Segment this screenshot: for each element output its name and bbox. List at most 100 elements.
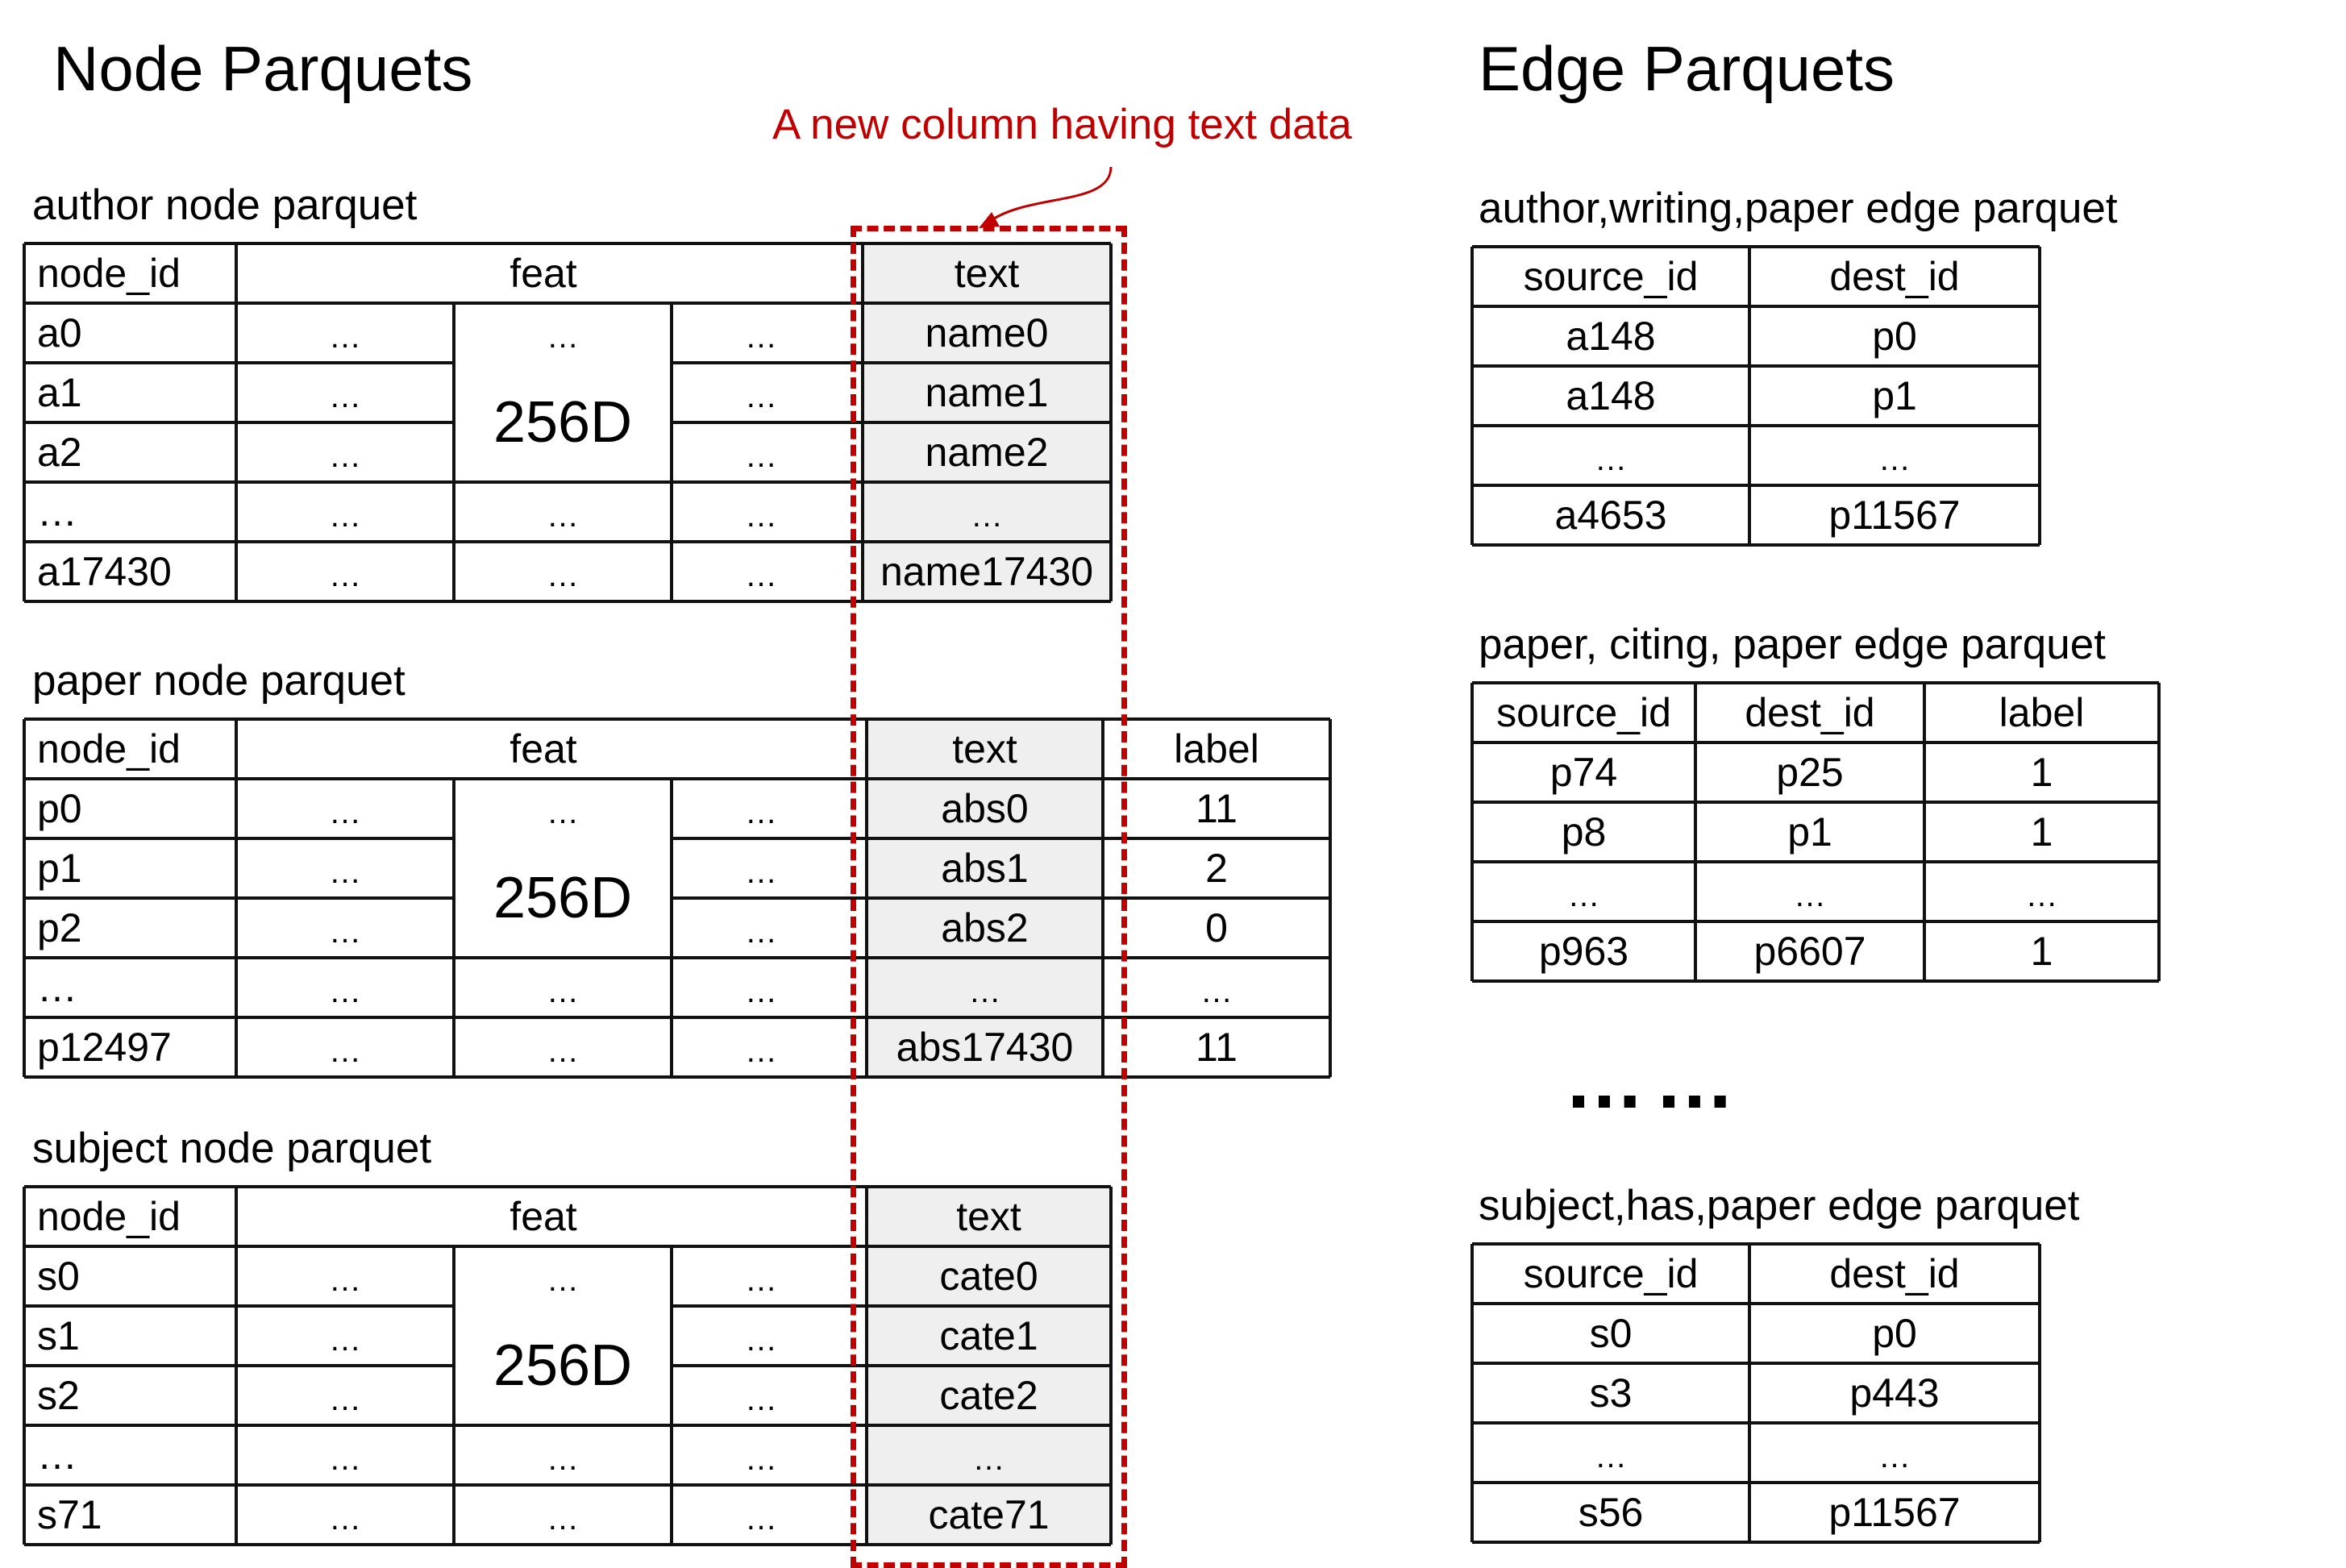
grid-line	[1472, 1362, 2040, 1365]
grid-line	[1472, 364, 2040, 368]
node-table-title: subject node parquet	[32, 1125, 432, 1172]
grid-line	[1472, 543, 2040, 547]
grid-line	[24, 1304, 454, 1308]
edge-cell: p11567	[1828, 1490, 1961, 1535]
grid-line	[1329, 719, 1332, 1077]
grid-line	[670, 303, 673, 601]
grid-line	[1472, 305, 2040, 308]
edge-cell: p25	[1776, 750, 1844, 795]
edge-table-title: author,writing,paper edge parquet	[1479, 185, 2118, 232]
node-id-cell: p1	[37, 846, 82, 891]
feat-cell: …	[547, 1501, 579, 1537]
edge-cell: s0	[1589, 1311, 1633, 1356]
grid-line	[24, 421, 454, 424]
edge-cell: a148	[1566, 373, 1656, 418]
edge-table-title: paper, citing, paper edge parquet	[1479, 621, 2106, 668]
edge-column-header: dest_id	[1829, 254, 1960, 299]
edge-cell: p6607	[1753, 929, 1866, 974]
text-cell: abs1	[941, 846, 1029, 891]
grid-line	[24, 600, 1111, 603]
text-cell: abs0	[941, 786, 1029, 831]
node-id-cell: …	[37, 489, 77, 534]
grid-line	[670, 779, 673, 1077]
annotation-arrow-icon	[979, 166, 1113, 228]
grid-line	[1472, 245, 2040, 248]
grid-line	[452, 303, 455, 601]
feat-cell: …	[547, 558, 579, 593]
grid-line	[23, 243, 26, 601]
feat-cell: …	[547, 319, 579, 355]
label-header: label	[1174, 726, 1259, 772]
feat-cell: …	[329, 795, 361, 830]
feat-cell: …	[745, 319, 777, 355]
grid-line	[672, 421, 1111, 424]
grid-line	[1472, 1481, 2040, 1484]
feat-cell: …	[547, 1034, 579, 1069]
edge-cell: s56	[1578, 1490, 1644, 1535]
edge-cell: 1	[2030, 809, 2053, 855]
grid-line	[672, 837, 1330, 840]
grid-line	[1748, 1244, 1751, 1542]
feat-cell: …	[329, 498, 361, 534]
node-id-header: node_id	[37, 1194, 181, 1239]
feat-cell: …	[329, 1501, 361, 1537]
grid-line	[1472, 681, 2159, 684]
edge-cell: p0	[1872, 1311, 1917, 1356]
text-cell: cate2	[939, 1373, 1038, 1418]
grid-line	[1109, 243, 1113, 601]
text-cell: name2	[925, 430, 1049, 475]
feat-dimension-label: 256D	[456, 365, 669, 480]
feat-cell: …	[329, 974, 361, 1009]
feat-cell: …	[745, 1501, 777, 1537]
feat-cell: …	[329, 558, 361, 593]
text-cell: cate1	[939, 1313, 1038, 1358]
grid-line	[672, 896, 1330, 900]
grid-line	[1472, 860, 2159, 863]
node-id-cell: a1	[37, 370, 82, 415]
grid-line	[2157, 683, 2161, 981]
edge-column-header: source_id	[1523, 1251, 1699, 1296]
grid-line	[24, 302, 1111, 305]
grid-line	[1472, 920, 2159, 923]
grid-line	[1472, 979, 2159, 983]
feat-cell: …	[745, 558, 777, 593]
text-cell: abs2	[941, 905, 1029, 950]
grid-line	[865, 719, 868, 1077]
grid-line	[24, 361, 454, 364]
edge-cell: …	[1794, 878, 1826, 913]
grid-line	[24, 540, 1111, 543]
node-id-cell: s2	[37, 1373, 80, 1418]
feat-cell: …	[329, 1382, 361, 1417]
edge-cell: p74	[1549, 750, 1618, 795]
grid-line	[452, 779, 455, 1077]
grid-line	[672, 361, 1111, 364]
feat-cell: …	[547, 795, 579, 830]
grid-line	[672, 1304, 1111, 1308]
grid-line	[24, 837, 454, 840]
grid-line	[670, 1246, 673, 1545]
edge-cell: p1	[1787, 809, 1832, 855]
feat-cell: …	[547, 1262, 579, 1298]
node-id-header: node_id	[37, 726, 181, 772]
grid-line	[1748, 247, 1751, 545]
edge-column-header: dest_id	[1829, 1251, 1960, 1296]
node-id-cell: …	[37, 1433, 77, 1478]
feat-cell: …	[329, 319, 361, 355]
grid-line	[24, 896, 454, 900]
grid-line	[23, 719, 26, 1077]
node-id-header: node_id	[37, 251, 181, 296]
edge-cell: p1	[1872, 373, 1917, 418]
feat-cell: …	[329, 379, 361, 414]
feat-cell: …	[745, 914, 777, 950]
grid-line	[235, 1187, 238, 1545]
edge-cell: a4653	[1554, 493, 1667, 538]
grid-line	[24, 1364, 454, 1367]
feat-header: feat	[510, 251, 577, 296]
text-header: text	[956, 1194, 1021, 1239]
feat-cell: …	[329, 439, 361, 474]
grid-line	[1470, 1244, 1474, 1542]
grid-line	[672, 1364, 1111, 1367]
grid-line	[1472, 1242, 2040, 1246]
text-cell: cate0	[939, 1254, 1038, 1299]
grid-line	[235, 243, 238, 601]
